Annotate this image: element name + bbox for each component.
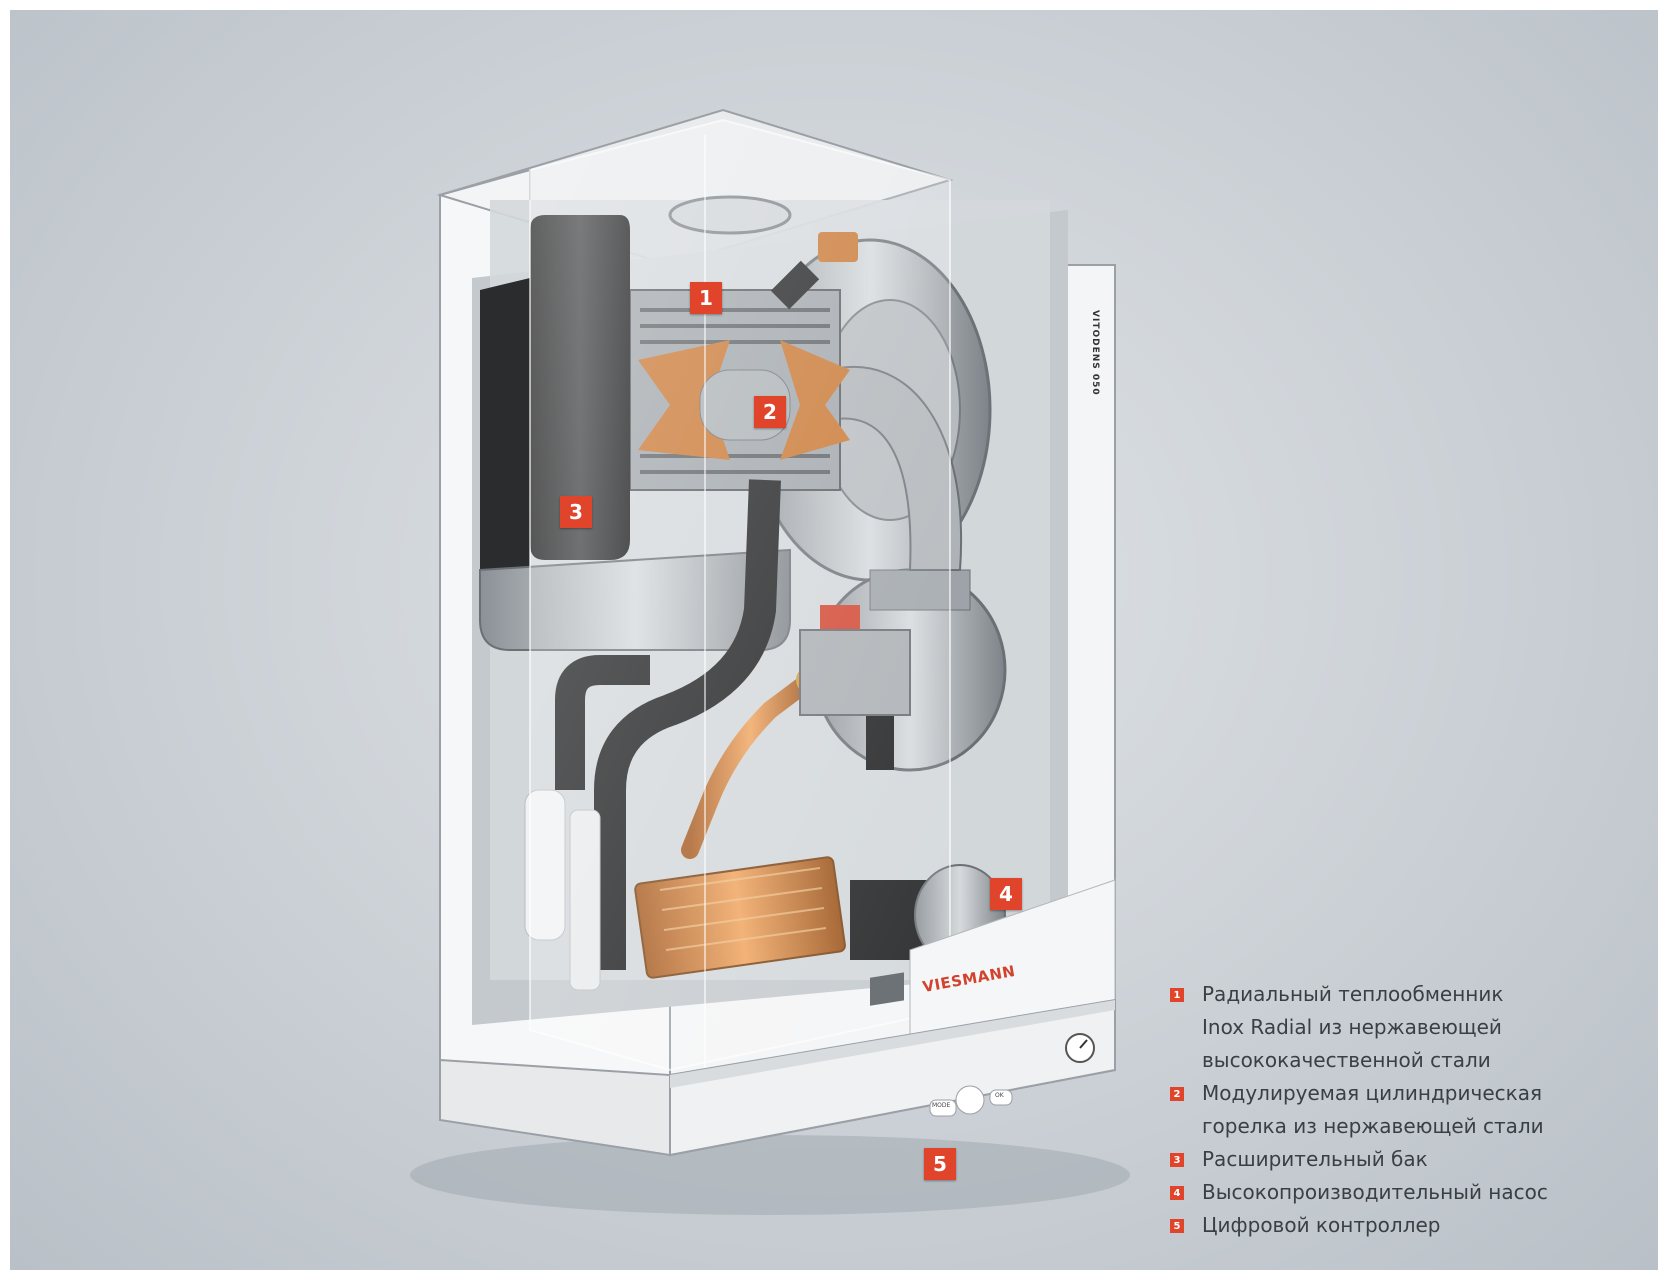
marker-controller: 5 [924, 1148, 956, 1180]
legend-badge: 5 [1170, 1219, 1184, 1233]
nav-button[interactable] [955, 1085, 985, 1115]
legend-text: Радиальный теплообменник Inox Radial из … [1202, 982, 1504, 1072]
illustration-frame: VITODENS 050 VIESMANN MODE OK 1 2 3 4 5 … [10, 10, 1658, 1270]
marker-pump: 4 [990, 878, 1022, 910]
controller-display [870, 972, 904, 1006]
legend-text: Высокопроизводительный насос [1202, 1180, 1548, 1204]
legend-item: 3 Расширительный бак [1170, 1143, 1650, 1176]
marker-heat-exchanger: 1 [690, 282, 722, 314]
floor-shadow [410, 1135, 1130, 1215]
legend-item: 1 Радиальный теплообменник Inox Radial и… [1170, 978, 1650, 1077]
ok-label: OK [995, 1092, 1004, 1099]
legend-badge: 3 [1170, 1153, 1184, 1167]
legend-text: Расширительный бак [1202, 1147, 1428, 1171]
controller-panel [670, 1000, 1115, 1088]
ok-button[interactable] [989, 1089, 1013, 1106]
boiler-cutaway-illustration [410, 108, 1130, 1215]
marker-expansion-tank: 3 [560, 496, 592, 528]
legend-badge: 4 [1170, 1186, 1184, 1200]
legend-item: 2 Модулируемая цилиндрическая горелка из… [1170, 1077, 1650, 1143]
legend: 1 Радиальный теплообменник Inox Radial и… [1170, 978, 1650, 1242]
legend-text: Модулируемая цилиндрическая горелка из н… [1202, 1081, 1544, 1138]
legend-badge: 2 [1170, 1087, 1184, 1101]
controller-base-side [439, 1058, 671, 1157]
glass-panel [529, 118, 951, 1072]
legend-text: Цифровой контроллер [1202, 1213, 1441, 1237]
legend-badge: 1 [1170, 988, 1184, 1002]
side-model-label: VITODENS 050 [1090, 310, 1100, 396]
legend-item: 5 Цифровой контроллер [1170, 1209, 1650, 1242]
mode-button[interactable] [929, 1099, 957, 1117]
marker-burner: 2 [754, 396, 786, 428]
mode-label: MODE [932, 1102, 951, 1109]
legend-item: 4 Высокопроизводительный насос [1170, 1176, 1650, 1209]
